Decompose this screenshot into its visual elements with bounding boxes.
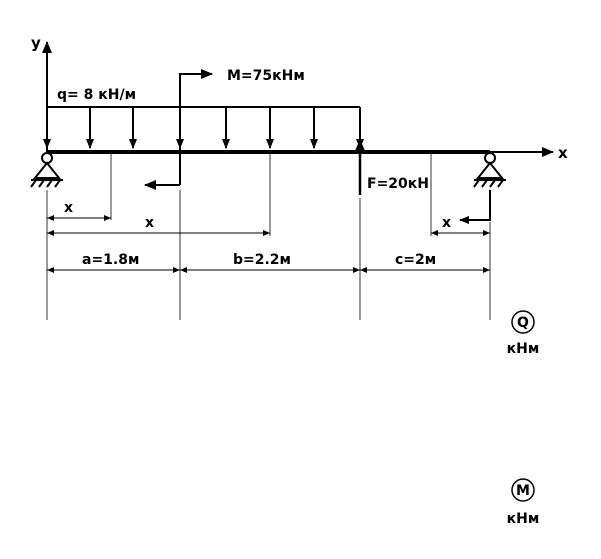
shear-diagram-marker	[511, 310, 535, 334]
x-axis-label: x	[558, 144, 568, 162]
distributed-load	[43, 106, 364, 149]
section-label-2: x	[145, 215, 154, 231]
y-axis-label: y	[31, 34, 41, 52]
span-label-c: c=2м	[395, 252, 436, 268]
moment-symbol: M	[516, 483, 530, 499]
section-label-1: x	[64, 200, 73, 216]
shear-unit: кНм	[507, 341, 540, 357]
left-support	[30, 152, 63, 188]
moment-diagram-marker	[511, 478, 535, 502]
moment-label: M=75кНм	[227, 68, 305, 84]
right-support	[473, 152, 506, 188]
moment-unit: кНм	[507, 511, 540, 527]
guide-lines	[46, 152, 491, 320]
moment-load	[144, 69, 213, 190]
force-label: F=20кН	[367, 176, 429, 192]
span-label-b: b=2.2м	[233, 252, 291, 268]
distributed-load-label: q= 8 кН/м	[57, 87, 136, 103]
shear-symbol: Q	[517, 315, 529, 331]
right-section-arrow	[459, 190, 491, 224]
section-label-3: x	[442, 215, 451, 231]
span-label-a: a=1.8м	[82, 252, 139, 268]
